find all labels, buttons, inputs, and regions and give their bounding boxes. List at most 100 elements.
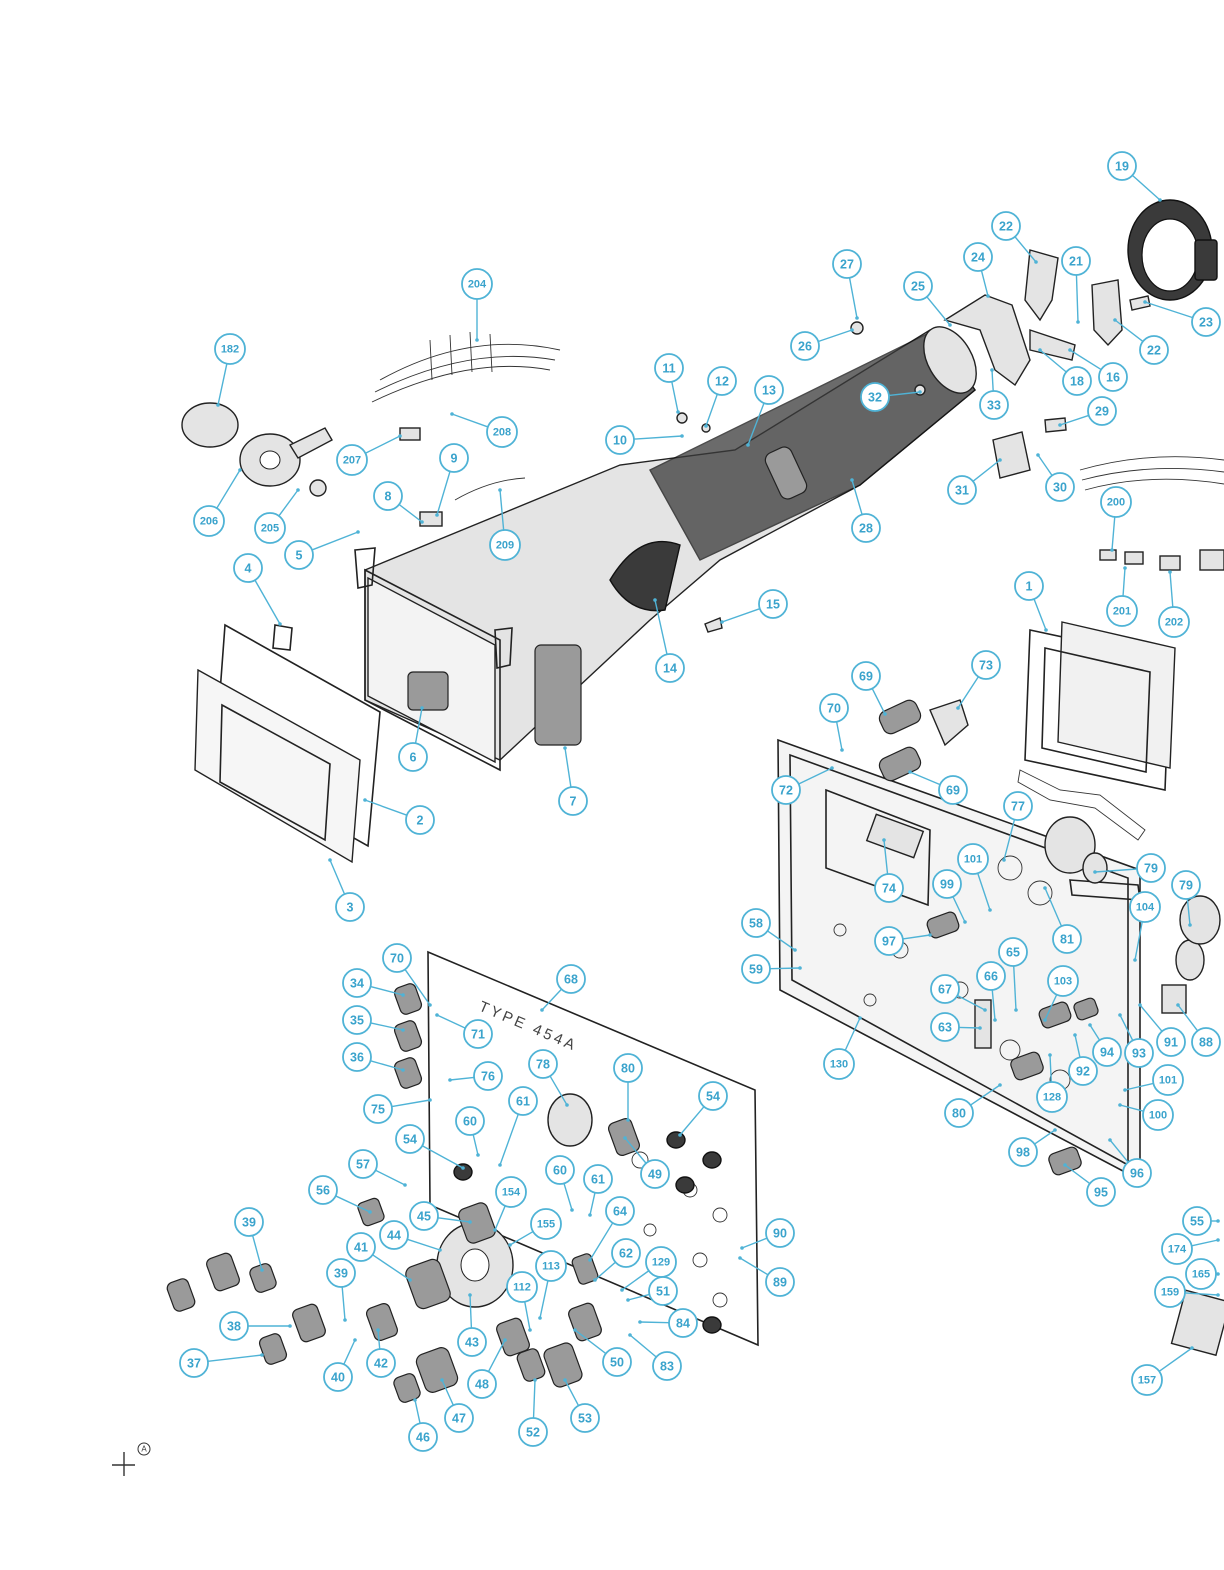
callout-circle [938,775,968,805]
callout-circle [408,1422,438,1452]
leader-line [972,459,1001,482]
leader-line [844,1017,861,1051]
callout-circle [179,1348,209,1378]
leader-line [888,391,921,397]
leader-tip [956,706,960,710]
leader-line [739,1257,769,1276]
callout-29: 29 [1087,396,1117,426]
callout-circle [323,1362,353,1392]
callout-46: 46 [408,1422,438,1452]
leader-tip [1093,870,1097,874]
connector-207 [399,427,421,441]
callout-circle [1136,853,1166,883]
callout-number: 6 [410,751,417,765]
leader-tip [928,933,932,937]
callout-number: 93 [1132,1047,1146,1061]
leader-tip [738,1256,742,1260]
callout-53: 53 [570,1403,600,1433]
callout-circle [957,843,989,875]
callout-60: 60 [545,1155,575,1185]
leader-line [679,1106,705,1136]
leader-tip [1123,1088,1127,1092]
callout-circle [461,268,493,300]
callout-100: 100 [1142,1099,1174,1131]
callout-63: 63 [930,1012,960,1042]
leader-tip [908,770,912,774]
callout-52: 52 [518,1417,548,1447]
foam-pad-6 [407,671,449,711]
callout-circle [348,1149,378,1179]
leader-line [883,839,889,875]
callout-128: 128 [1036,1081,1068,1113]
leader-tip [1108,1138,1112,1142]
leader-line [414,707,423,744]
callout-14: 14 [655,653,685,683]
connector-200 [1099,549,1117,561]
connector-8 [419,511,443,527]
leader-line [1111,516,1116,551]
callout-circle [1100,486,1132,518]
leader-tip [1216,1272,1220,1276]
callout-number: 113 [542,1261,560,1273]
cable-harness-right [1079,456,1224,491]
callout-62: 62 [611,1238,641,1268]
leader-line [909,771,941,786]
callout-51: 51 [648,1276,678,1306]
yoke-ring [1127,199,1218,301]
callout-circle [530,1208,562,1240]
callout-number: 21 [1069,255,1083,269]
leader-line [217,363,228,406]
callout-number: 205 [261,523,279,535]
callout-number: 49 [648,1168,662,1182]
leader-line [216,469,241,509]
leader-tip [498,1163,502,1167]
callout-number: 34 [350,977,364,991]
callout-79: 79 [1136,853,1166,883]
leader-tip [740,1246,744,1250]
callout-circle [409,1201,439,1231]
leader-line [1186,898,1191,926]
leader-tip [855,316,859,320]
callout-number: 202 [1165,617,1183,629]
callout-circle [998,937,1028,967]
callout-number: 70 [827,702,841,716]
callout-69: 69 [938,775,968,805]
leader-tip [830,766,834,770]
leader-line [902,934,931,940]
callout-circle [382,943,412,973]
foam-pad-7 [534,644,582,746]
callout-circle [652,1351,682,1381]
callout-94: 94 [1092,1037,1122,1067]
callout-circle [342,1005,372,1035]
callout-number: 73 [979,659,993,673]
callout-circle [1158,606,1190,638]
leader-line [436,471,451,516]
callout-circle [655,653,685,683]
callout-68: 68 [556,964,586,994]
leader-line [952,896,966,923]
callout-number: 39 [242,1216,256,1230]
callout-circle [1098,362,1128,392]
wire-209 [454,477,526,501]
callout-circle [613,1053,643,1083]
leader-line [541,988,562,1011]
leader-line [621,1270,650,1291]
callout-circle [556,964,586,994]
leader-line [970,1084,1001,1106]
callout-130: 130 [823,1048,855,1080]
callout-number: 88 [1199,1036,1213,1050]
leader-tip [1063,1163,1067,1167]
callout-number: 92 [1076,1065,1090,1079]
leader-tip [978,1026,982,1030]
callout-99: 99 [932,869,962,899]
callout-circle [326,1258,356,1288]
callout-104: 104 [1129,891,1161,923]
callout-circle [308,1175,338,1205]
callout-number: 157 [1138,1375,1156,1387]
leader-tip [1216,1219,1220,1223]
crt-shield-housing [354,326,977,772]
callout-154: 154 [495,1176,527,1208]
leader-tip [563,1378,567,1382]
callout-205: 205 [254,512,286,544]
callout-circle [963,242,993,272]
